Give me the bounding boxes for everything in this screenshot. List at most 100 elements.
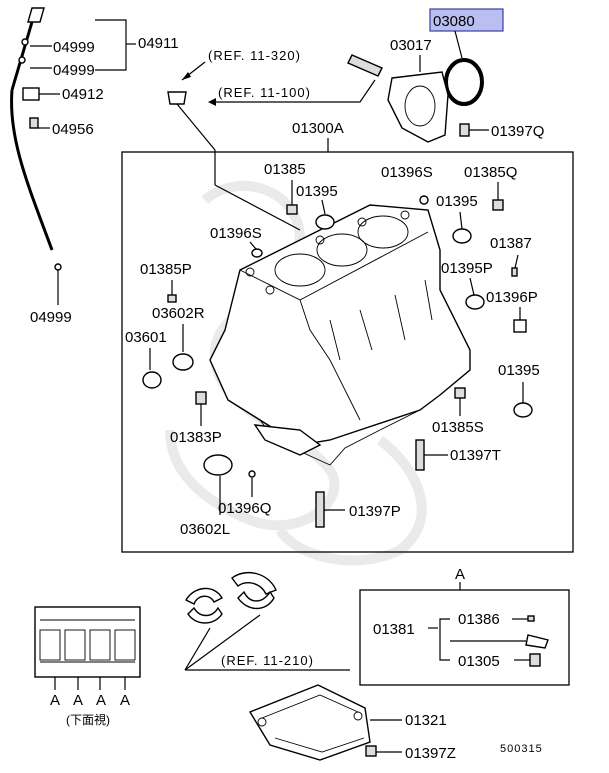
stiffener-hole-1 <box>257 717 267 727</box>
plug-01385 <box>286 204 298 215</box>
label-01397q[interactable]: 01397Q <box>491 123 544 140</box>
seal-01395c <box>513 402 533 418</box>
label-04911[interactable]: 04911 <box>138 35 179 52</box>
letter-a4[interactable]: A <box>120 692 130 709</box>
pin-01396s-a <box>419 195 429 205</box>
label-01396s-b[interactable]: 01396S <box>210 225 262 242</box>
label-01395b[interactable]: 01395 <box>436 193 478 210</box>
label-01383p[interactable]: 01383P <box>170 429 222 446</box>
oil-pressure-switch <box>167 91 187 105</box>
bolt-01397p <box>315 491 325 528</box>
sealant-tube <box>347 54 383 77</box>
bracket-04911 <box>95 19 127 71</box>
ref-11-320-arrowhead <box>182 72 191 80</box>
label-01395a[interactable]: 01395 <box>296 183 338 200</box>
bolt-01305 <box>529 653 541 667</box>
pin-01396s-b <box>251 248 263 258</box>
label-01381[interactable]: 01381 <box>373 621 415 638</box>
label-01321[interactable]: 01321 <box>405 712 447 729</box>
leader-01395a <box>321 199 326 215</box>
label-04999b[interactable]: 04999 <box>53 62 95 79</box>
oil-seal-ring <box>444 58 484 106</box>
label-04912[interactable]: 04912 <box>62 86 104 103</box>
label-01396s-a[interactable]: 01396S <box>381 164 433 181</box>
label-01397z[interactable]: 01397Z <box>405 745 456 762</box>
label-01387[interactable]: 01387 <box>490 235 532 252</box>
letter-a3[interactable]: A <box>96 692 106 709</box>
stiffener-detail <box>261 694 365 753</box>
label-03602r[interactable]: 03602R <box>152 305 205 322</box>
seal-01395a <box>315 214 335 230</box>
dipstick-rod-lower <box>10 89 54 251</box>
seal-case-bore <box>404 85 436 127</box>
crank-bearing-2 <box>231 571 277 595</box>
letter-a2[interactable]: A <box>73 692 83 709</box>
bottom-view-block <box>34 606 141 678</box>
switch-leader <box>176 103 216 151</box>
label-03017[interactable]: 03017 <box>390 37 432 54</box>
figure-number: 500315 <box>500 743 543 755</box>
dipstick-handle <box>27 7 45 23</box>
label-01305[interactable]: 01305 <box>458 653 500 670</box>
dipstick-bracket <box>22 87 40 101</box>
letter-a1[interactable]: A <box>50 692 60 709</box>
pin-01386 <box>527 615 535 622</box>
label-03602l[interactable]: 03602L <box>180 521 230 538</box>
label-01395p[interactable]: 01395P <box>441 260 493 277</box>
label-01385s[interactable]: 01385S <box>432 419 484 436</box>
label-03601[interactable]: 03601 <box>125 329 167 346</box>
ref-11-100-arrowhead <box>208 98 216 106</box>
crank-bearing-3 <box>187 606 223 624</box>
detail-a-letter[interactable]: A <box>455 566 465 583</box>
label-01395c[interactable]: 01395 <box>498 362 540 379</box>
bolt-01397q <box>459 123 470 137</box>
label-01397t[interactable]: 01397T <box>450 447 501 464</box>
plug-01385q <box>492 199 504 211</box>
leader-01395p <box>469 277 475 296</box>
plug-01385s <box>454 387 466 399</box>
switch-leader-3 <box>214 184 301 231</box>
plug-01383p <box>195 391 207 405</box>
seal-01395p <box>465 294 485 310</box>
label-01396p[interactable]: 01396P <box>486 289 538 306</box>
leader-01395b <box>459 211 463 230</box>
pin-01396q <box>248 470 256 478</box>
label-04999c[interactable]: 04999 <box>30 309 72 326</box>
ref-11-320[interactable]: (REF. 11-320) <box>208 48 301 63</box>
label-04956[interactable]: 04956 <box>52 121 94 138</box>
leader-01396s-b <box>249 241 257 250</box>
label-01396q[interactable]: 01396Q <box>218 500 271 517</box>
label-03080[interactable]: 03080 <box>433 13 475 30</box>
label-01385p[interactable]: 01385P <box>140 261 192 278</box>
label-01385q[interactable]: 01385Q <box>464 164 517 181</box>
ref-11-210-leader-2 <box>184 614 261 671</box>
label-01397p[interactable]: 01397P <box>349 503 401 520</box>
detail-a-frame <box>359 589 570 686</box>
label-01300a[interactable]: 01300A <box>292 120 344 137</box>
label-01385[interactable]: 01385 <box>264 161 306 178</box>
o-ring-2 <box>18 56 26 64</box>
ref-11-100-leader <box>210 79 376 103</box>
leader-01387 <box>514 254 519 269</box>
label-04999a[interactable]: 04999 <box>53 39 95 56</box>
crank-bearing-4 <box>237 590 275 610</box>
highlight-03080 <box>429 8 504 32</box>
jet-01381 <box>525 634 549 649</box>
engine-block <box>209 204 471 466</box>
pin-01396p <box>513 319 527 333</box>
label-01386[interactable]: 01386 <box>458 611 500 628</box>
bearing-03602l <box>203 454 233 476</box>
engine-block-frame <box>121 151 574 553</box>
stiffener-hole-2 <box>353 711 363 721</box>
pin-01387 <box>511 267 518 277</box>
ref-11-210-leader-1 <box>184 627 211 671</box>
leader-03080 <box>454 30 463 59</box>
bearing-03601 <box>142 371 162 389</box>
bottom-view-caption: (下面視) <box>66 712 110 727</box>
ref-11-210[interactable]: (REF. 11-210) <box>221 653 314 668</box>
o-ring-3 <box>54 263 62 271</box>
bolt-01397t <box>415 439 425 471</box>
ref-11-100[interactable]: (REF. 11-100) <box>218 85 311 100</box>
bracket-01381 <box>439 618 450 661</box>
